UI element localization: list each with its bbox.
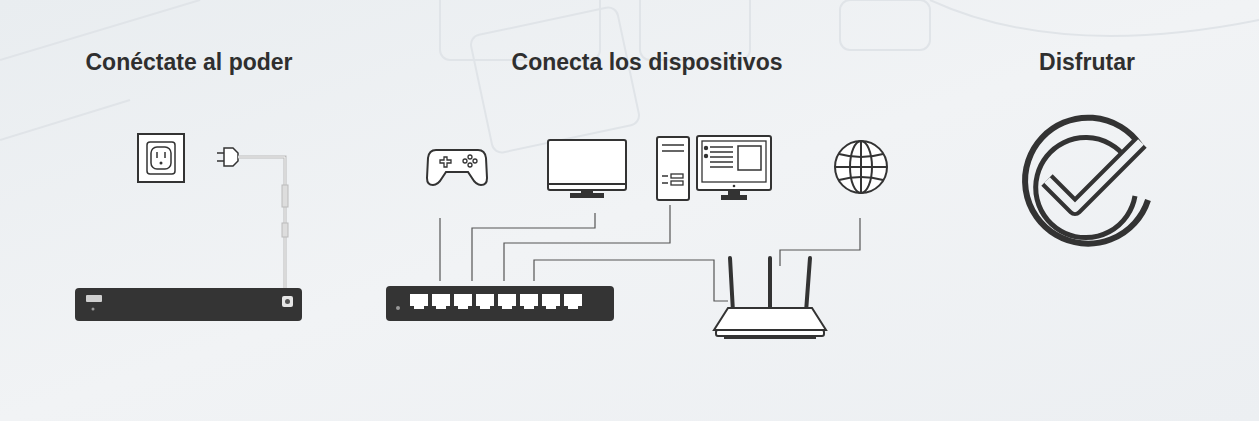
network-switch bbox=[386, 286, 614, 321]
desktop-computer bbox=[697, 136, 771, 199]
wall-outlet bbox=[138, 134, 184, 182]
power-plug bbox=[217, 148, 288, 300]
pc-tower bbox=[657, 137, 689, 200]
internet-globe bbox=[835, 141, 887, 193]
ethernet-port bbox=[520, 294, 538, 309]
game-controller bbox=[427, 150, 487, 185]
ethernet-port bbox=[476, 294, 494, 309]
ethernet-port bbox=[498, 294, 516, 309]
step-heading: Conéctate al poder bbox=[85, 49, 292, 76]
ethernet-port bbox=[454, 294, 472, 309]
ethernet-port bbox=[410, 294, 428, 309]
network-switch bbox=[75, 288, 302, 321]
step-heading: Conecta los dispositivos bbox=[512, 49, 783, 76]
ethernet-port bbox=[564, 294, 582, 309]
ethernet-port bbox=[542, 294, 560, 309]
monitor bbox=[548, 140, 626, 197]
step-heading: Disfrutar bbox=[1039, 49, 1135, 76]
success-check bbox=[1025, 118, 1148, 244]
ethernet-port bbox=[432, 294, 450, 309]
wifi-router bbox=[714, 258, 826, 338]
